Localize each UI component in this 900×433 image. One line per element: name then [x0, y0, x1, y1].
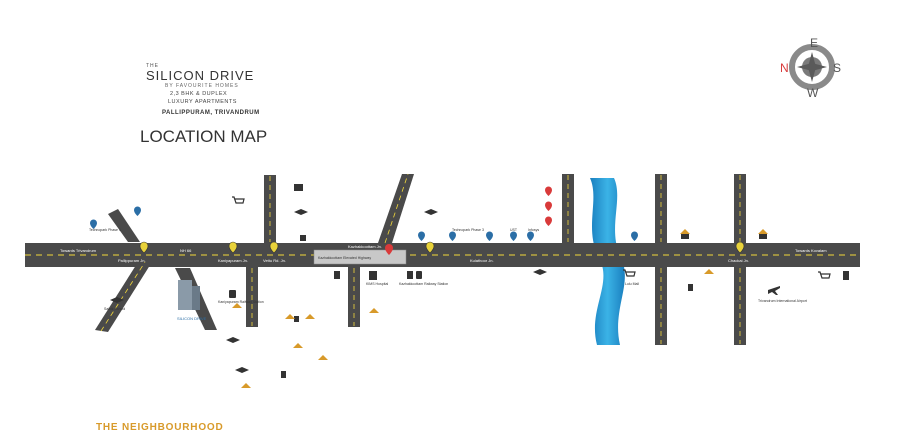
road-kulathoor-north	[655, 174, 667, 243]
label-kaniyapuram-jn: Kaniyapuram Jn.	[218, 258, 248, 263]
compass-n: N	[780, 61, 789, 75]
label-ust: UST	[510, 228, 518, 232]
main-road	[25, 243, 860, 267]
school-icon	[110, 209, 547, 373]
label-lulu-mall: Lulu Mall	[625, 282, 639, 286]
compass-e: E	[810, 36, 818, 50]
cinema-icon	[294, 184, 303, 191]
page-title: LOCATION MAP	[140, 127, 268, 146]
bypass-label: Kazhakkoottam Elevated Highway	[318, 256, 371, 260]
brand-configuration: 2,3 BHK & DUPLEX	[170, 91, 228, 97]
road-north-branch	[108, 209, 140, 242]
map-pin-icon	[90, 206, 638, 241]
brand-tagline: BY FAVOURITE HOMES	[165, 83, 239, 89]
label-technopark-1: Technopark Phase 1	[89, 228, 121, 232]
road-pallippuram-branch	[95, 262, 152, 332]
shopping-cart-icon	[232, 196, 831, 279]
label-airport: Trivandrum International Airport	[758, 299, 807, 303]
label-kazhakkoottam-jn: Kazhakkoottam Jn.	[348, 244, 382, 249]
road-kazhakkoottam-north	[378, 174, 414, 243]
label-chackai-jn: Chackai Jn.	[728, 258, 749, 263]
train-icon	[229, 271, 422, 298]
label-towards-trivandrum: Towards Trivandrum	[60, 248, 97, 253]
brand-location: PALLIPPURAM, TRIVANDRUM	[162, 110, 260, 116]
label-pallippuram-jn: Pallippuram Jn.	[118, 258, 146, 263]
label-kims: KIMS Hospital	[366, 282, 388, 286]
label-silicon-drive: SILICON DRIVE	[177, 316, 207, 321]
label-kaniyapuram-station: Kaniyapuram Railway Station	[218, 300, 264, 304]
label-kulathoor-jn: Kulathoor Jn.	[470, 258, 494, 263]
brand-name: SILICON DRIVE	[146, 68, 255, 83]
map-pin-icon	[385, 244, 393, 255]
home-icon	[232, 229, 768, 388]
map-pin-icon	[545, 186, 552, 226]
label-sainik-school: Sainik School	[104, 307, 125, 311]
label-kazhakkoottam-station: Kazhakkoottam Railway Station	[399, 282, 448, 286]
compass-w: W	[807, 86, 819, 100]
compass-icon: E N S W	[780, 36, 841, 100]
brand-the: THE	[146, 63, 159, 69]
section-title-neighbourhood: THE NEIGHBOURHOOD	[96, 422, 224, 433]
airplane-icon	[768, 286, 780, 295]
road-vettu	[264, 175, 276, 243]
project-building-icon	[178, 280, 200, 310]
label-technopark-3: Technopark Phase 3	[452, 228, 484, 232]
label-towards-kovalam: Towards Kovalam	[795, 248, 827, 253]
road-chackai-north	[734, 174, 746, 243]
road-technopark-north	[562, 174, 574, 243]
building-icon	[281, 235, 849, 378]
compass-s: S	[833, 61, 841, 75]
label-infosys: Infosys	[528, 228, 539, 232]
brand-product: LUXURY APARTMENTS	[168, 99, 237, 105]
label-nh66: NH 66	[180, 248, 192, 253]
label-vettu-rd-jn: Vettu Rd. Jn.	[263, 258, 286, 263]
elevated-highway	[313, 249, 407, 265]
map-pin-icon	[139, 241, 745, 254]
